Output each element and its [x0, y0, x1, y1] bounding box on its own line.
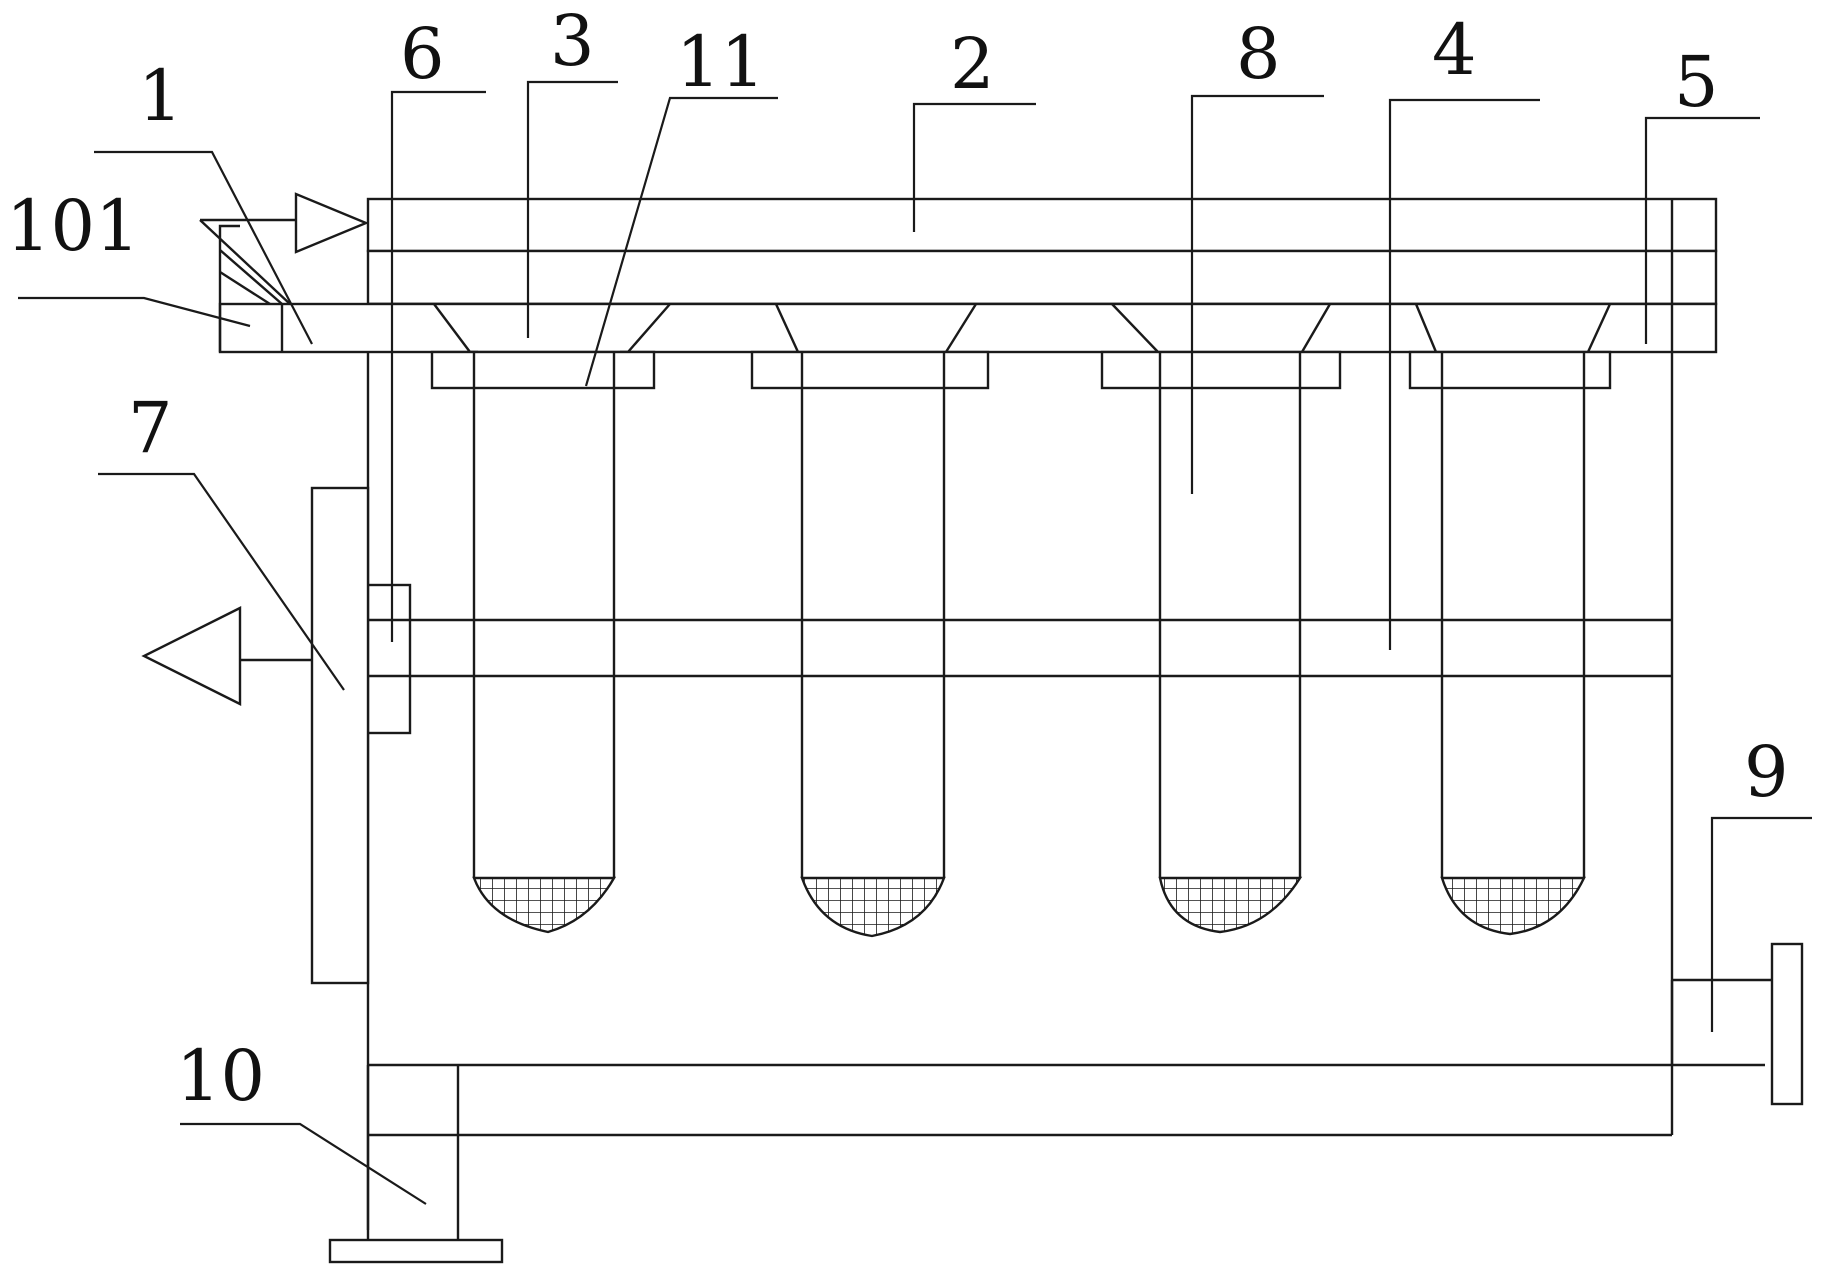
side-panel [310, 486, 370, 985]
label-5: 5 [1674, 41, 1719, 123]
top-pipe [366, 197, 1718, 253]
filter-bag-3 [1100, 303, 1342, 934]
label-1: 1 [138, 55, 183, 137]
filter-bag-4 [1408, 303, 1612, 936]
drain-valve [1670, 942, 1804, 1106]
label-101: 101 [6, 185, 140, 267]
inlet-block [199, 219, 291, 352]
middle-rail [368, 618, 1672, 678]
outlet-arrow [141, 606, 312, 706]
label-9: 9 [1744, 731, 1789, 813]
label-6: 6 [400, 13, 445, 95]
bracket [366, 583, 412, 735]
support-leg [328, 1065, 504, 1264]
label-7: 7 [128, 387, 173, 469]
top-plate [218, 249, 1718, 354]
label-2: 2 [950, 23, 995, 105]
label-10: 10 [176, 1035, 265, 1117]
filter-bag-2 [750, 303, 990, 938]
label-8: 8 [1236, 13, 1281, 95]
housing [366, 352, 1765, 1230]
label-11: 11 [676, 21, 765, 103]
label-4: 4 [1432, 9, 1477, 91]
label-3: 3 [550, 0, 595, 82]
leader-lines [18, 80, 1812, 1205]
filter-bag-1 [430, 303, 671, 934]
